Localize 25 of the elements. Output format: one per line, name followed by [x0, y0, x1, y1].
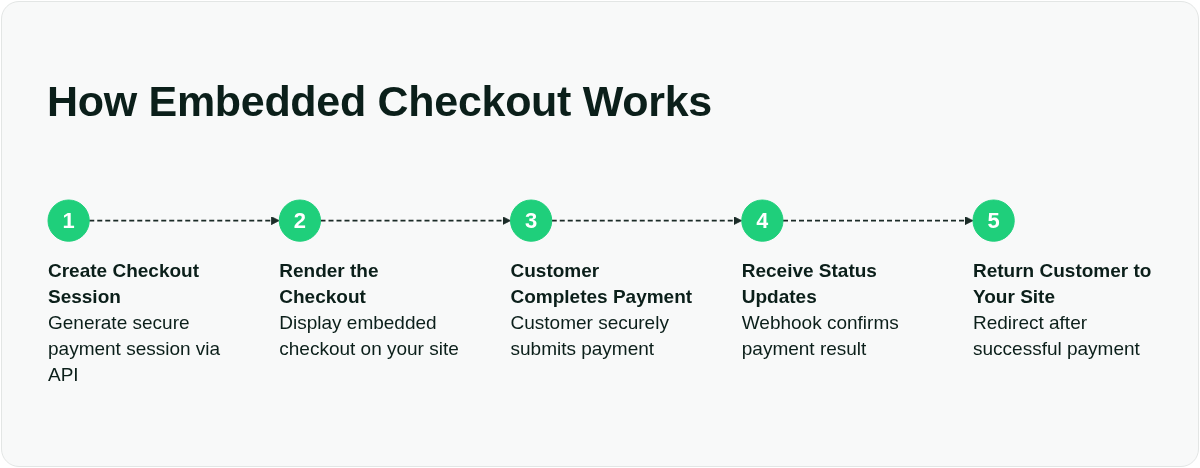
step-circle: [972, 199, 1015, 242]
step-heading: Customer Completes Payment: [510, 259, 693, 310]
step-number: 5: [987, 207, 1000, 236]
step-heading: Receive Status Updates: [741, 259, 878, 310]
step-circle: [741, 199, 784, 242]
step-number: 2: [293, 207, 306, 236]
dashed-arrow: [550, 216, 743, 226]
step-number: 3: [525, 207, 538, 236]
step-number: 4: [756, 207, 769, 236]
step-heading: Render the Checkout: [279, 259, 380, 310]
dashed-arrow: [88, 216, 280, 226]
step-description: Customer securely submits payment: [510, 311, 670, 362]
step-description: Display embedded checkout on your site: [279, 311, 460, 362]
step-description: Redirect after successful payment: [973, 311, 1141, 362]
step-heading: Create Checkout Session: [48, 259, 200, 310]
step-description: Generate secure payment session via API: [48, 311, 222, 388]
step-circle: [510, 199, 553, 242]
dashed-arrow: [782, 216, 974, 226]
dashed-arrow: [319, 216, 511, 226]
step-number: 1: [62, 207, 75, 236]
title: How Embedded Checkout Works: [47, 76, 712, 126]
step-circle: [47, 199, 90, 242]
step-circle: [278, 199, 321, 242]
step-heading: Return Customer to Your Site: [973, 259, 1153, 310]
step-description: Webhook confirms payment result: [741, 311, 900, 362]
